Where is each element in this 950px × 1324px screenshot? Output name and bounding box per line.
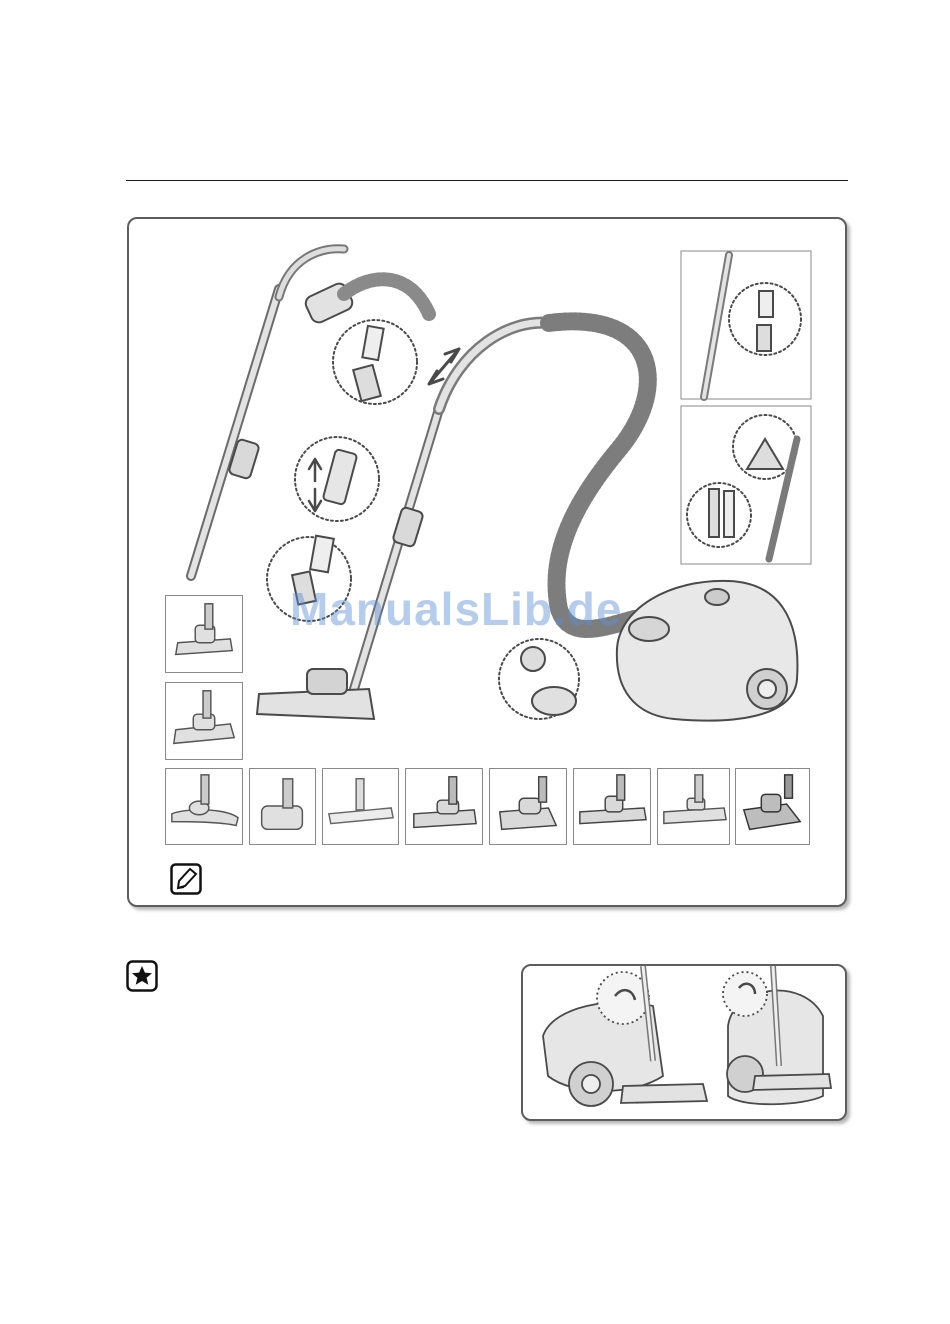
accessory-thumb-1: [165, 595, 243, 673]
star-icon: [126, 960, 158, 992]
watermark: ManualsLib.de: [290, 582, 622, 636]
header-rule: [126, 180, 848, 181]
short-hose: [344, 279, 429, 314]
accessory-thumb-2: [165, 682, 243, 760]
accessory-thumb-8: [573, 768, 651, 845]
accessory-thumb-3: [165, 768, 243, 845]
accessory-thumb-5: [322, 768, 399, 845]
accessory-thumb-10: [735, 768, 810, 845]
storage-illustration-panel: [521, 964, 847, 1121]
accessory-thumb-9: [657, 768, 730, 845]
note-pencil-icon: [170, 863, 202, 895]
storage-illustration: [523, 966, 845, 1119]
accessory-thumb-7: [489, 768, 567, 845]
accessory-thumb-6: [405, 768, 483, 845]
accessory-thumb-4: [249, 768, 316, 845]
